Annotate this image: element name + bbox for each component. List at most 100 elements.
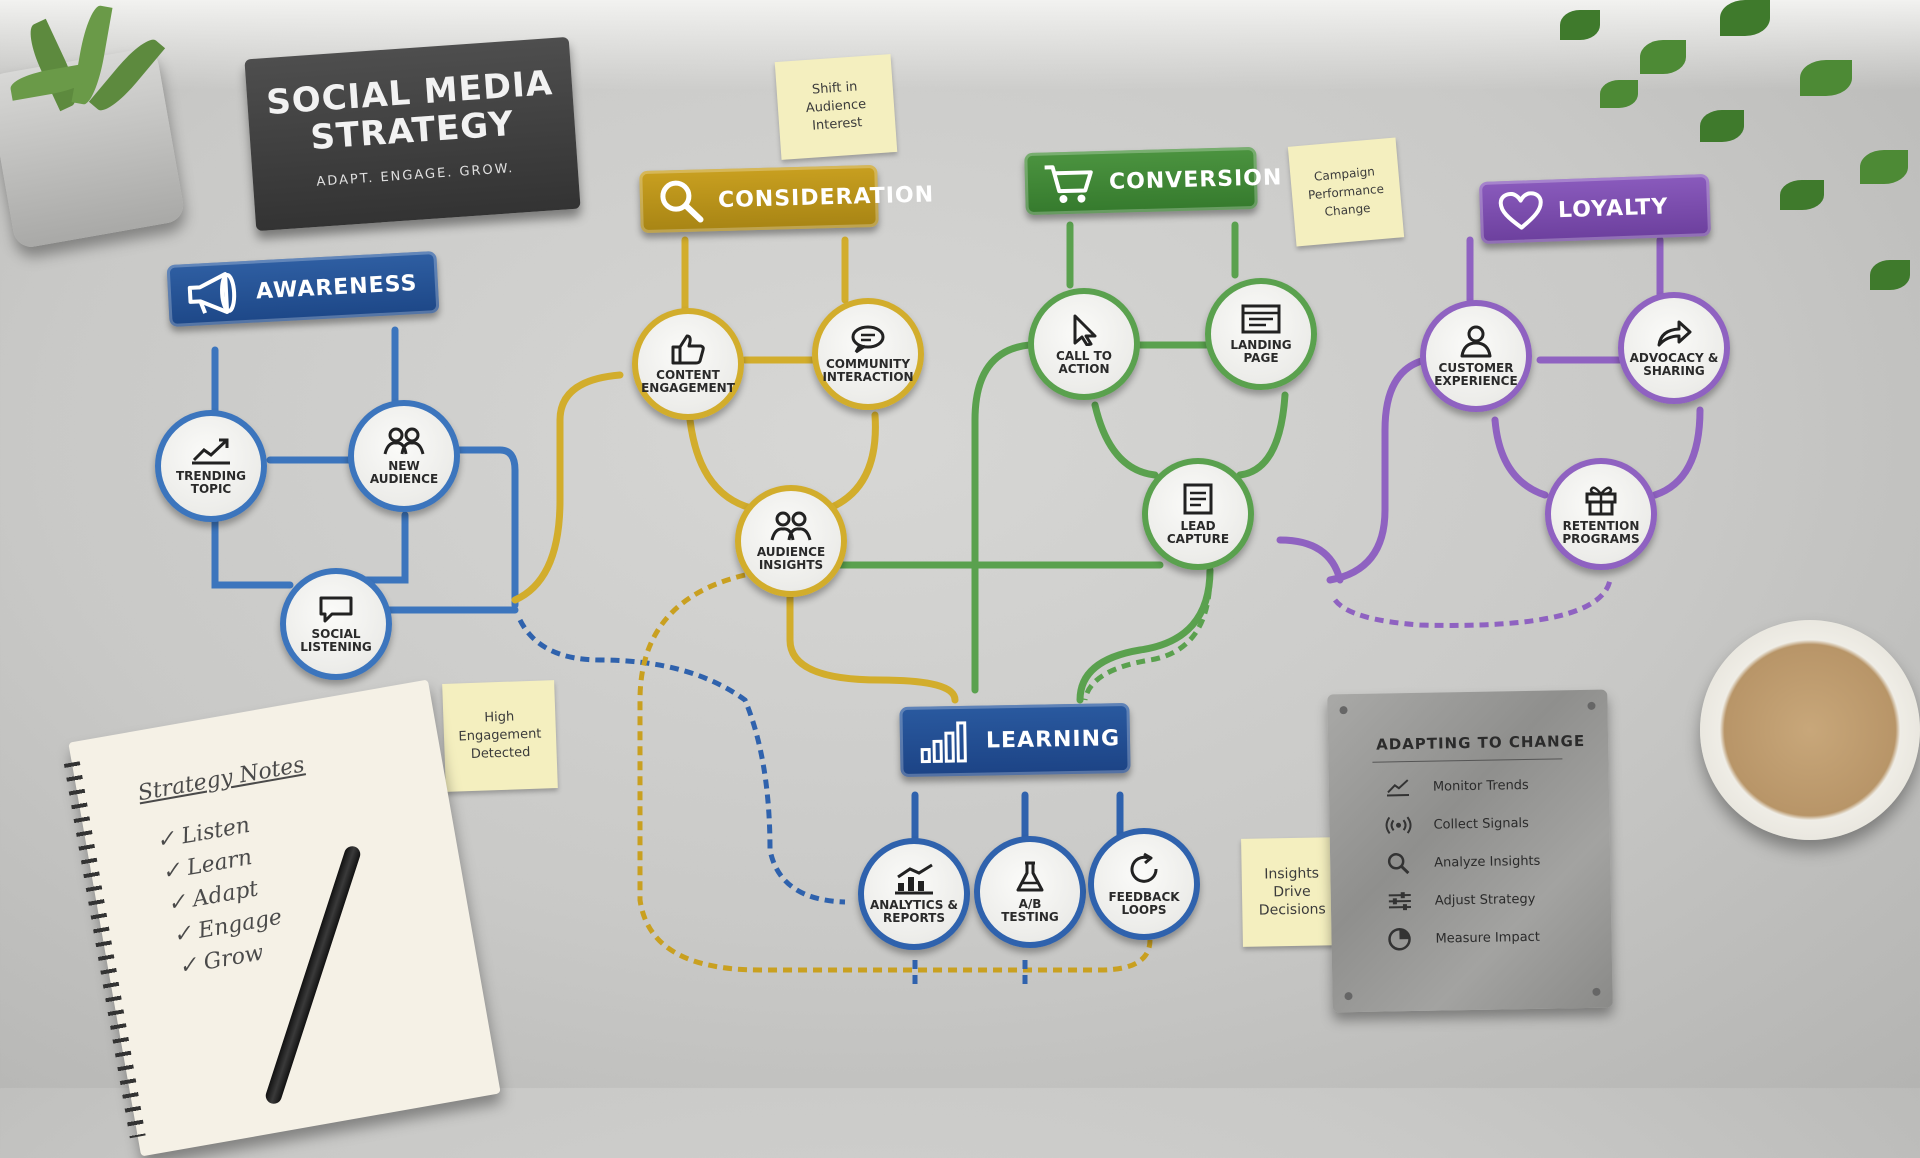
- bar-chart-icon: [895, 863, 933, 895]
- node-lead-capture[interactable]: LEAD CAPTURE: [1142, 458, 1254, 570]
- node-label-line2: LISTENING: [300, 640, 372, 654]
- node-label-line2: ENGAGEMENT: [641, 381, 735, 395]
- sticky-note-shift: Shift in Audience Interest: [774, 54, 898, 160]
- plaque-item-label: Analyze Insights: [1434, 853, 1541, 871]
- node-label-line2: CAPTURE: [1166, 532, 1230, 546]
- chat-bubble-icon: [851, 325, 885, 354]
- flask-icon: [1016, 861, 1044, 892]
- coffee-mug: [1700, 620, 1920, 840]
- note-line: Drive: [1273, 883, 1311, 901]
- stage-loyalty-label: LOYALTY: [1557, 193, 1669, 223]
- ivy-leaf: [1600, 80, 1638, 108]
- thumbs-up-icon: [671, 334, 705, 365]
- node-label-line1: FEEDBACK: [1108, 890, 1180, 904]
- megaphone-icon: [187, 272, 237, 315]
- gift-icon: [1585, 486, 1617, 516]
- node-analytics-reports[interactable]: ANALYTICS & REPORTS: [858, 838, 970, 950]
- node-content-engagement[interactable]: CONTENT ENGAGEMENT: [632, 308, 744, 420]
- node-advocacy-sharing[interactable]: ADVOCACY & SHARING: [1618, 292, 1730, 404]
- notebook-item-label: Engage: [196, 904, 284, 944]
- signal-icon: [1385, 816, 1412, 835]
- node-label-line1: CALL TO: [1056, 349, 1112, 363]
- node-label-line2: INTERACTION: [822, 370, 914, 384]
- node-label-line1: CONTENT: [656, 368, 720, 382]
- screw: [1592, 987, 1601, 996]
- bar-chart-icon: [920, 721, 967, 764]
- magnifier-icon: [1387, 853, 1410, 875]
- node-label-line2: PAGE: [1243, 351, 1279, 365]
- trend-line-icon: [192, 438, 230, 465]
- ivy-leaf: [1780, 180, 1824, 210]
- ivy-leaf: [1700, 110, 1744, 142]
- node-landing-page[interactable]: LANDING PAGE: [1205, 278, 1317, 390]
- node-label-line1: CUSTOMER: [1438, 361, 1514, 375]
- screw: [1344, 992, 1353, 1001]
- node-audience-insights[interactable]: AUDIENCE INSIGHTS: [735, 485, 847, 597]
- ivy-leaf: [1870, 260, 1910, 290]
- ivy-leaf: [1800, 60, 1852, 96]
- node-trending-topic[interactable]: TRENDING TOPIC: [155, 410, 267, 522]
- cursor-icon: [1073, 314, 1097, 346]
- node-label-line1: LANDING: [1230, 338, 1292, 352]
- node-customer-experience[interactable]: CUSTOMER EXPERIENCE: [1420, 300, 1532, 412]
- note-line: Interest: [811, 115, 863, 134]
- screw: [1587, 701, 1596, 710]
- heart-icon: [1498, 191, 1543, 230]
- node-label-line1: ANALYTICS &: [869, 898, 959, 912]
- notebook-item-label: Listen: [179, 812, 252, 850]
- plaque-divider: [1372, 758, 1563, 763]
- note-line: Detected: [470, 744, 531, 763]
- pie-chart-icon: [1388, 927, 1411, 951]
- node-label-line1: LEAD: [1180, 519, 1216, 533]
- stage-learning[interactable]: LEARNING: [899, 702, 1131, 778]
- people-icon: [770, 511, 812, 541]
- title-plate: SOCIAL MEDIA STRATEGY ADAPT. ENGAGE. GRO…: [244, 36, 581, 232]
- notebook-item-label: Adapt: [190, 876, 261, 913]
- node-label-line1: A/B: [1018, 897, 1042, 911]
- stage-awareness-label: AWARENESS: [255, 270, 418, 304]
- notebook-item: ✓ Grow: [176, 940, 266, 980]
- notebook-title: Strategy Notes: [136, 752, 307, 807]
- node-label-line1: ADVOCACY &: [1629, 351, 1719, 365]
- node-label-line2: TOPIC: [190, 482, 232, 496]
- sticky-note-high-engagement: High Engagement Detected: [442, 680, 558, 792]
- stage-learning-label: LEARNING: [985, 725, 1121, 754]
- node-label-line1: AUDIENCE: [756, 545, 826, 559]
- ivy-leaf: [1560, 10, 1600, 40]
- note-line: High: [484, 709, 515, 726]
- plaque-item-label: Collect Signals: [1433, 815, 1529, 833]
- loop-arrow-icon: [1130, 852, 1158, 883]
- node-community-interaction[interactable]: COMMUNITY INTERACTION: [812, 298, 924, 410]
- node-feedback-loops[interactable]: FEEDBACK LOOPS: [1088, 828, 1200, 940]
- trend-line-icon: [1387, 779, 1410, 797]
- node-call-to-action[interactable]: CALL TO ACTION: [1028, 288, 1140, 400]
- stage-loyalty[interactable]: LOYALTY: [1478, 174, 1712, 244]
- node-ab-testing[interactable]: A/B TESTING: [974, 836, 1086, 948]
- node-label-line2: REPORTS: [883, 911, 945, 925]
- plaque-item: Measure Impact: [1387, 917, 1612, 959]
- node-retention-programs[interactable]: RETENTION PROGRAMS: [1545, 458, 1657, 570]
- stage-consideration[interactable]: CONSIDERATION: [639, 164, 934, 234]
- stage-conversion[interactable]: CONVERSION: [1024, 146, 1283, 216]
- node-label-line2: PROGRAMS: [1562, 532, 1640, 546]
- share-arrow-icon: [1657, 320, 1692, 347]
- user-icon: [1460, 325, 1492, 358]
- node-social-listening[interactable]: SOCIAL LISTENING: [280, 568, 392, 680]
- screw: [1339, 706, 1348, 715]
- node-label-line1: SOCIAL: [311, 627, 361, 641]
- title-tagline: ADAPT. ENGAGE. GROW.: [316, 161, 515, 190]
- node-label-line2: EXPERIENCE: [1434, 374, 1518, 388]
- note-line: Decisions: [1258, 901, 1326, 919]
- stage-conversion-label: CONVERSION: [1108, 164, 1283, 195]
- node-label-line1: RETENTION: [1562, 519, 1640, 533]
- plaque-item: Adjust Strategy: [1387, 879, 1612, 921]
- stage-awareness[interactable]: AWARENESS: [166, 250, 440, 328]
- shopping-cart-icon: [1044, 165, 1093, 204]
- plaque-item-label: Monitor Trends: [1432, 777, 1529, 795]
- notebook-item-label: Learn: [185, 844, 255, 881]
- node-label-line2: SHARING: [1643, 364, 1705, 378]
- node-new-audience[interactable]: NEW AUDIENCE: [348, 400, 460, 512]
- sticky-note-insights: Insights Drive Decisions: [1241, 837, 1343, 947]
- plaque-item: Collect Signals: [1385, 803, 1610, 845]
- node-label-line2: TESTING: [1001, 910, 1059, 924]
